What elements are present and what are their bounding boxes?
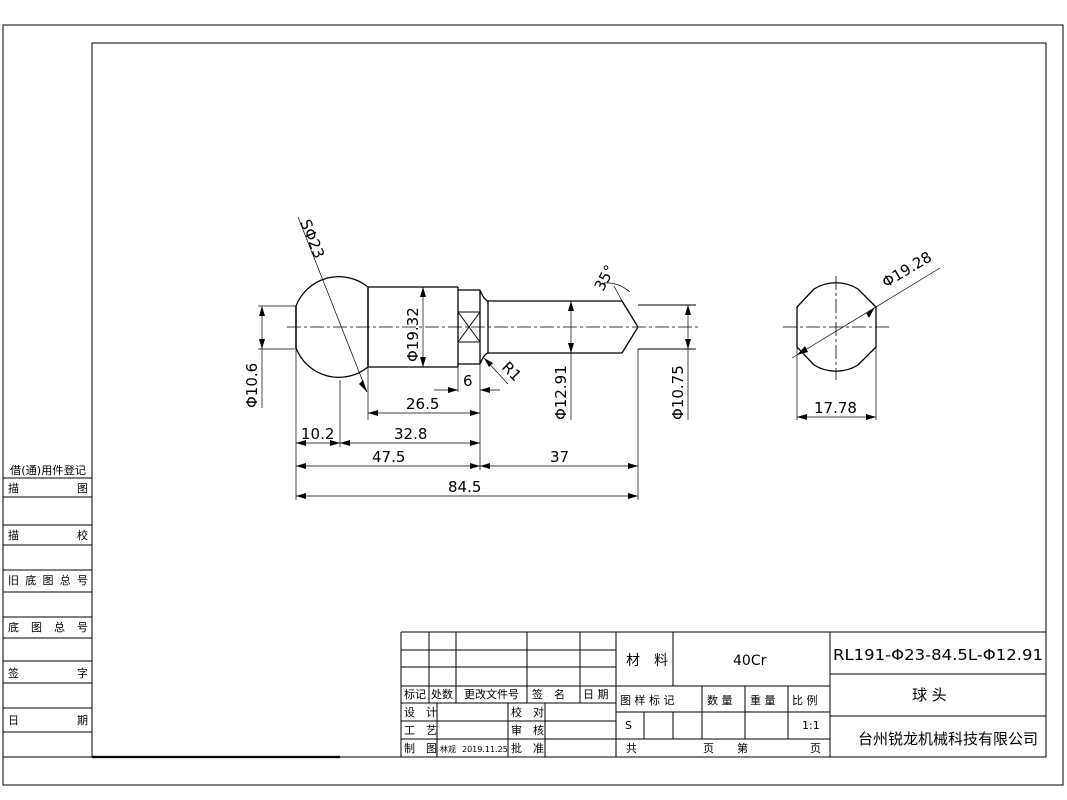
sign-row-review: 审 核	[511, 723, 544, 737]
material-label: 材 料	[626, 653, 668, 669]
drafter-name: 林观	[440, 744, 456, 754]
dimension-labels: SΦ23 Φ10.6 Φ19.32 Φ12.91 Φ10.75 R1 35° 6…	[243, 217, 935, 496]
material-value: 40Cr	[733, 653, 767, 669]
dim-len-10-2: 10.2	[301, 425, 334, 443]
side-panel-row: 日 期	[8, 714, 88, 727]
dim-radius: R1	[498, 358, 525, 385]
dim-d10-6: Φ10.6	[243, 363, 261, 408]
dim-len-32-8: 32.8	[394, 425, 427, 443]
side-panel-row: 描 图	[8, 481, 88, 495]
title-block: 标记 处数 更改文件号 签 名 日 期 设 计 校 对 工 艺 审 核 制 图 …	[400, 631, 1046, 757]
rev-header-doc: 更改文件号	[464, 687, 519, 701]
company-name: 台州锐龙机械科技有限公司	[858, 730, 1038, 748]
stage-header-scale: 比 例	[792, 693, 818, 707]
stage-header-qty: 数 量	[707, 694, 733, 707]
dim-d19-32: Φ19.32	[404, 307, 422, 362]
sheet-page-2: 页	[810, 742, 821, 755]
side-panel-row: 旧底图总号	[8, 573, 88, 587]
sign-row-process: 工 艺	[404, 724, 437, 737]
sheet-total: 共	[626, 742, 637, 755]
dim-flat-17-78: 17.78	[814, 399, 857, 417]
side-panel-row: 描 校	[8, 528, 88, 542]
rev-header-mark: 标记	[404, 687, 426, 701]
dim-d12-91: Φ12.91	[552, 365, 570, 420]
sign-row-check: 校 对	[511, 705, 544, 719]
dim-d10-75: Φ10.75	[669, 365, 687, 420]
rev-header-count: 处数	[431, 688, 453, 701]
side-registration-panel: 借(通)用件登记 描 图 描 校 旧底图总号 底 图 总 号 签 字 日 期	[3, 463, 92, 758]
scale-value: 1:1	[802, 719, 820, 732]
dim-sphere-dia: SΦ23	[296, 217, 328, 261]
dim-angle: 35°	[591, 262, 619, 294]
dim-len-84-5: 84.5	[448, 478, 481, 496]
rev-header-sign: 签 名	[532, 687, 565, 701]
dim-len-6: 6	[463, 372, 473, 390]
sheet-border	[2, 24, 1064, 786]
draw-date: 2019.11.25	[462, 745, 508, 754]
part-side-view	[783, 267, 941, 420]
sheet-page: 页	[703, 742, 714, 755]
dim-len-47-5: 47.5	[372, 448, 405, 466]
side-panel-row: 签 字	[8, 666, 88, 680]
stage-header-mark: 图 样 标 记	[620, 693, 675, 707]
side-panel-header: 借(通)用件登记	[10, 463, 86, 477]
rev-header-date: 日 期	[583, 688, 609, 701]
stage-value: S	[625, 719, 632, 732]
part-front-view	[287, 275, 700, 379]
sign-row-approve: 批 准	[511, 741, 544, 755]
dim-d19-28: Φ19.28	[879, 248, 935, 292]
dim-len-37: 37	[550, 448, 569, 466]
side-panel-row: 底 图 总 号	[8, 620, 88, 634]
sign-row-draw: 制 图	[404, 742, 437, 755]
dim-len-26-5: 26.5	[406, 395, 439, 413]
part-name: 球 头	[912, 686, 947, 704]
stage-header-weight: 重 量	[750, 693, 776, 707]
part-number: RL191-Φ23-84.5L-Φ12.91	[833, 646, 1043, 664]
dimension-lines	[258, 216, 691, 500]
sign-row-design: 设 计	[404, 706, 437, 719]
sheet-no: 第	[737, 741, 748, 755]
